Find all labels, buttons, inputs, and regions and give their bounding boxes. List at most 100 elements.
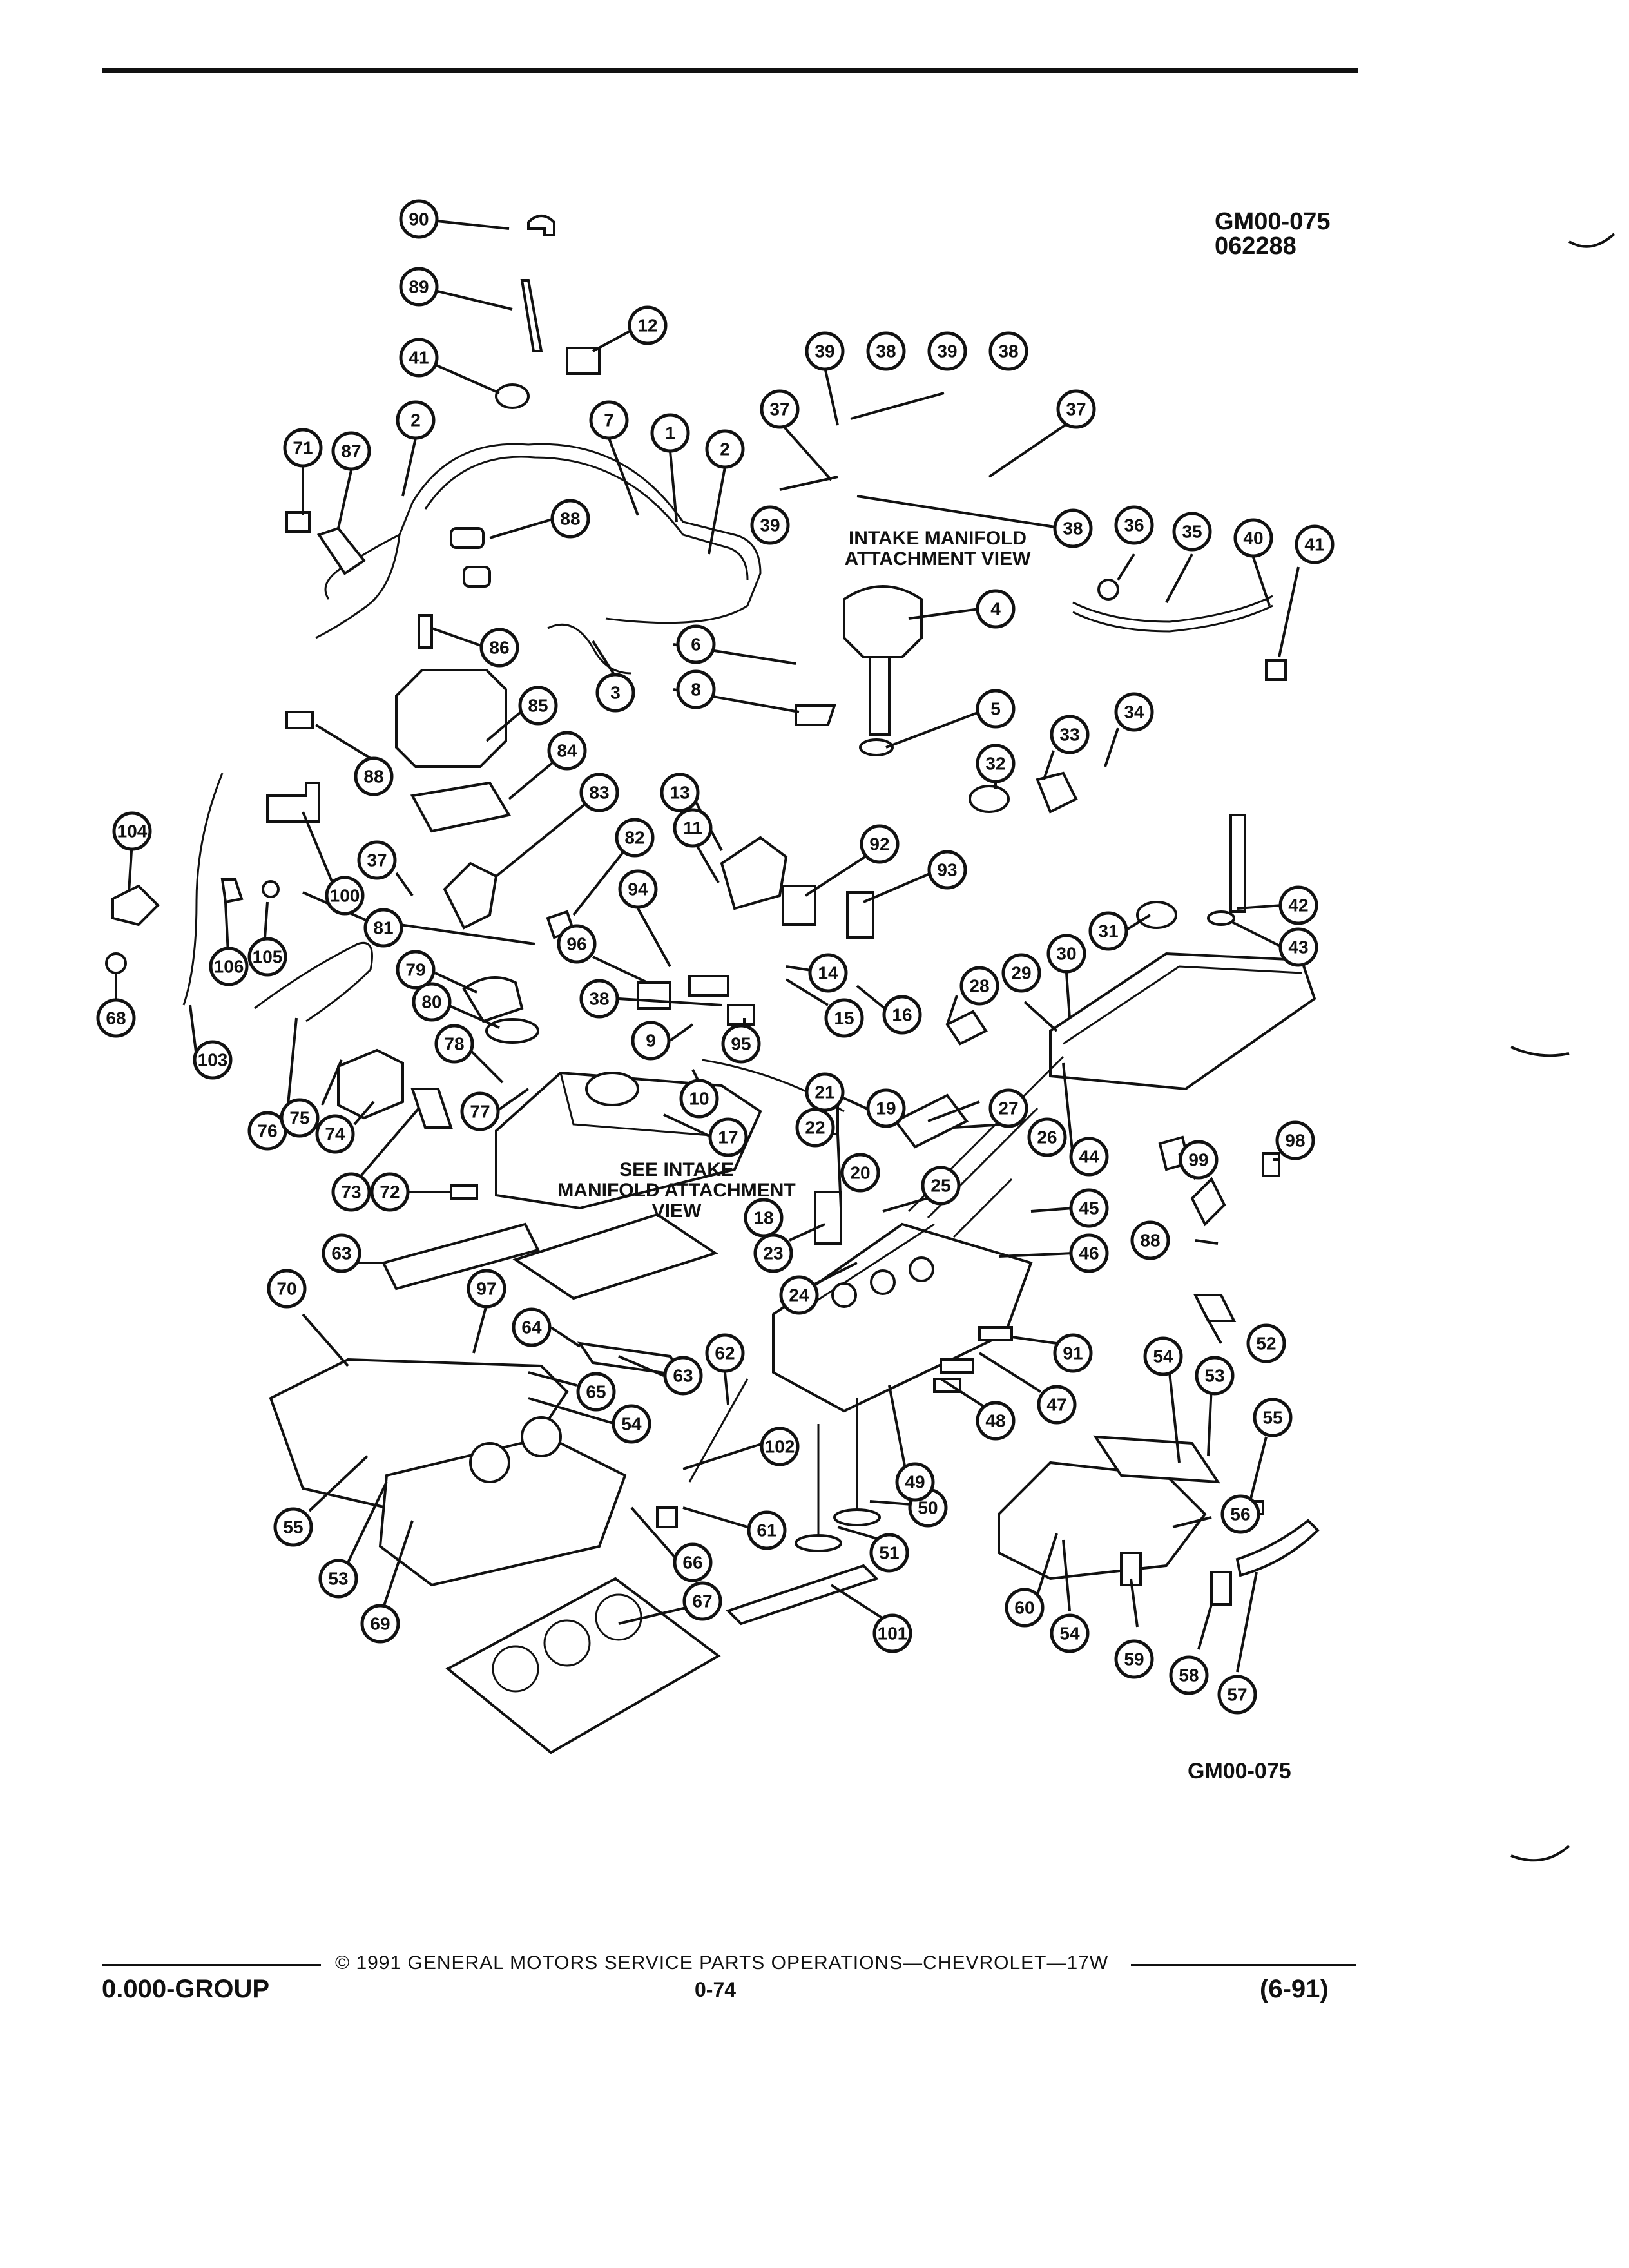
callout-68: 68 [96,998,136,1038]
svg-text:45: 45 [1079,1198,1099,1218]
callout-44: 44 [1069,1137,1109,1177]
callout-41: 41 [399,338,439,378]
callout-10: 10 [679,1079,719,1119]
svg-text:41: 41 [409,348,429,368]
callout-21: 21 [805,1072,845,1112]
callout-53b: 53 [1195,1356,1235,1396]
svg-text:39: 39 [760,515,780,535]
callout-100: 100 [325,876,365,916]
top-rule [102,68,1358,73]
footer-rule-left [102,1964,321,1966]
callout-25: 25 [921,1166,961,1206]
callout-74: 74 [315,1114,355,1154]
callout-88b: 88 [354,756,394,796]
svg-text:54: 54 [1059,1624,1080,1644]
margin-mark-3 [1510,1845,1570,1862]
callout-49: 49 [895,1462,935,1502]
footer-group: 0.000-GROUP [102,1975,270,2003]
callout-63b: 63 [663,1356,703,1396]
svg-text:10: 10 [689,1089,709,1109]
svg-text:71: 71 [293,438,313,458]
callout-90: 90 [399,199,439,239]
callout-92: 92 [860,824,900,864]
svg-text:82: 82 [624,828,644,848]
svg-text:61: 61 [757,1521,776,1541]
svg-text:64: 64 [521,1318,542,1338]
callout-36: 36 [1114,505,1154,545]
callout-26: 26 [1027,1117,1067,1157]
svg-text:7: 7 [604,410,614,430]
callout-56: 56 [1220,1494,1260,1534]
svg-text:78: 78 [444,1034,464,1054]
callout-88: 88 [550,499,590,539]
margin-mark-2 [1510,1046,1570,1057]
callout-20: 20 [840,1153,880,1193]
svg-text:17: 17 [718,1128,738,1148]
callout-75: 75 [280,1098,320,1138]
callout-13: 13 [660,773,700,812]
svg-text:8: 8 [691,680,701,700]
svg-text:52: 52 [1256,1334,1276,1354]
callout-62: 62 [705,1333,745,1373]
callout-54a: 54 [612,1404,651,1444]
svg-text:83: 83 [589,783,609,803]
svg-text:53: 53 [1204,1366,1224,1386]
svg-text:41: 41 [1304,535,1324,555]
svg-text:39: 39 [937,341,957,361]
svg-text:20: 20 [850,1163,870,1183]
svg-text:65: 65 [586,1382,606,1402]
callout-38b: 38 [988,331,1028,371]
svg-text:51: 51 [879,1543,899,1563]
callout-63a: 63 [322,1233,361,1273]
callout-29: 29 [1001,953,1041,993]
svg-text:69: 69 [370,1614,390,1634]
svg-text:16: 16 [892,1005,912,1025]
callout-37: 37 [357,840,397,880]
svg-text:39: 39 [815,341,834,361]
svg-text:32: 32 [985,754,1005,774]
svg-text:102: 102 [765,1437,795,1457]
callout-12: 12 [628,305,668,345]
callout-42: 42 [1278,885,1318,925]
svg-text:98: 98 [1285,1131,1305,1151]
callout-101: 101 [872,1613,912,1653]
svg-text:90: 90 [409,209,429,229]
leader-lines [115,218,1300,1673]
callout-circles: 90 89 12 41 71 87 2 7 1 2 88 86 3 85 88 … [96,199,1335,1715]
callout-64: 64 [512,1307,552,1347]
svg-text:96: 96 [566,934,586,954]
callout-16: 16 [882,995,922,1035]
svg-text:9: 9 [646,1031,656,1051]
callout-55b: 55 [1253,1398,1293,1437]
svg-text:55: 55 [1262,1408,1282,1428]
callout-95: 95 [721,1024,761,1064]
callout-52: 52 [1246,1323,1286,1363]
svg-text:55: 55 [283,1517,303,1537]
svg-text:92: 92 [869,834,889,854]
callout-71: 71 [283,428,323,468]
callout-60: 60 [1005,1588,1045,1628]
callout-18: 18 [744,1198,784,1238]
svg-text:38: 38 [1063,519,1083,539]
svg-text:54: 54 [1153,1347,1173,1367]
svg-text:106: 106 [214,957,244,977]
svg-text:95: 95 [731,1034,751,1054]
callout-30: 30 [1046,934,1086,974]
callout-38a: 38 [866,331,906,371]
callout-76: 76 [247,1111,287,1151]
callout-32: 32 [976,744,1016,783]
callout-89: 89 [399,267,439,307]
svg-text:3: 3 [610,683,621,703]
svg-text:24: 24 [789,1285,809,1305]
svg-text:13: 13 [670,783,689,803]
callout-14: 14 [808,953,848,993]
svg-text:85: 85 [528,696,548,716]
callout-45: 45 [1069,1188,1109,1228]
svg-text:62: 62 [715,1343,735,1363]
callout-39b: 39 [927,331,967,371]
svg-text:22: 22 [805,1118,825,1138]
callout-84: 84 [547,731,587,771]
svg-text:1: 1 [665,423,675,443]
svg-text:50: 50 [918,1498,938,1518]
callout-2: 2 [396,400,436,440]
